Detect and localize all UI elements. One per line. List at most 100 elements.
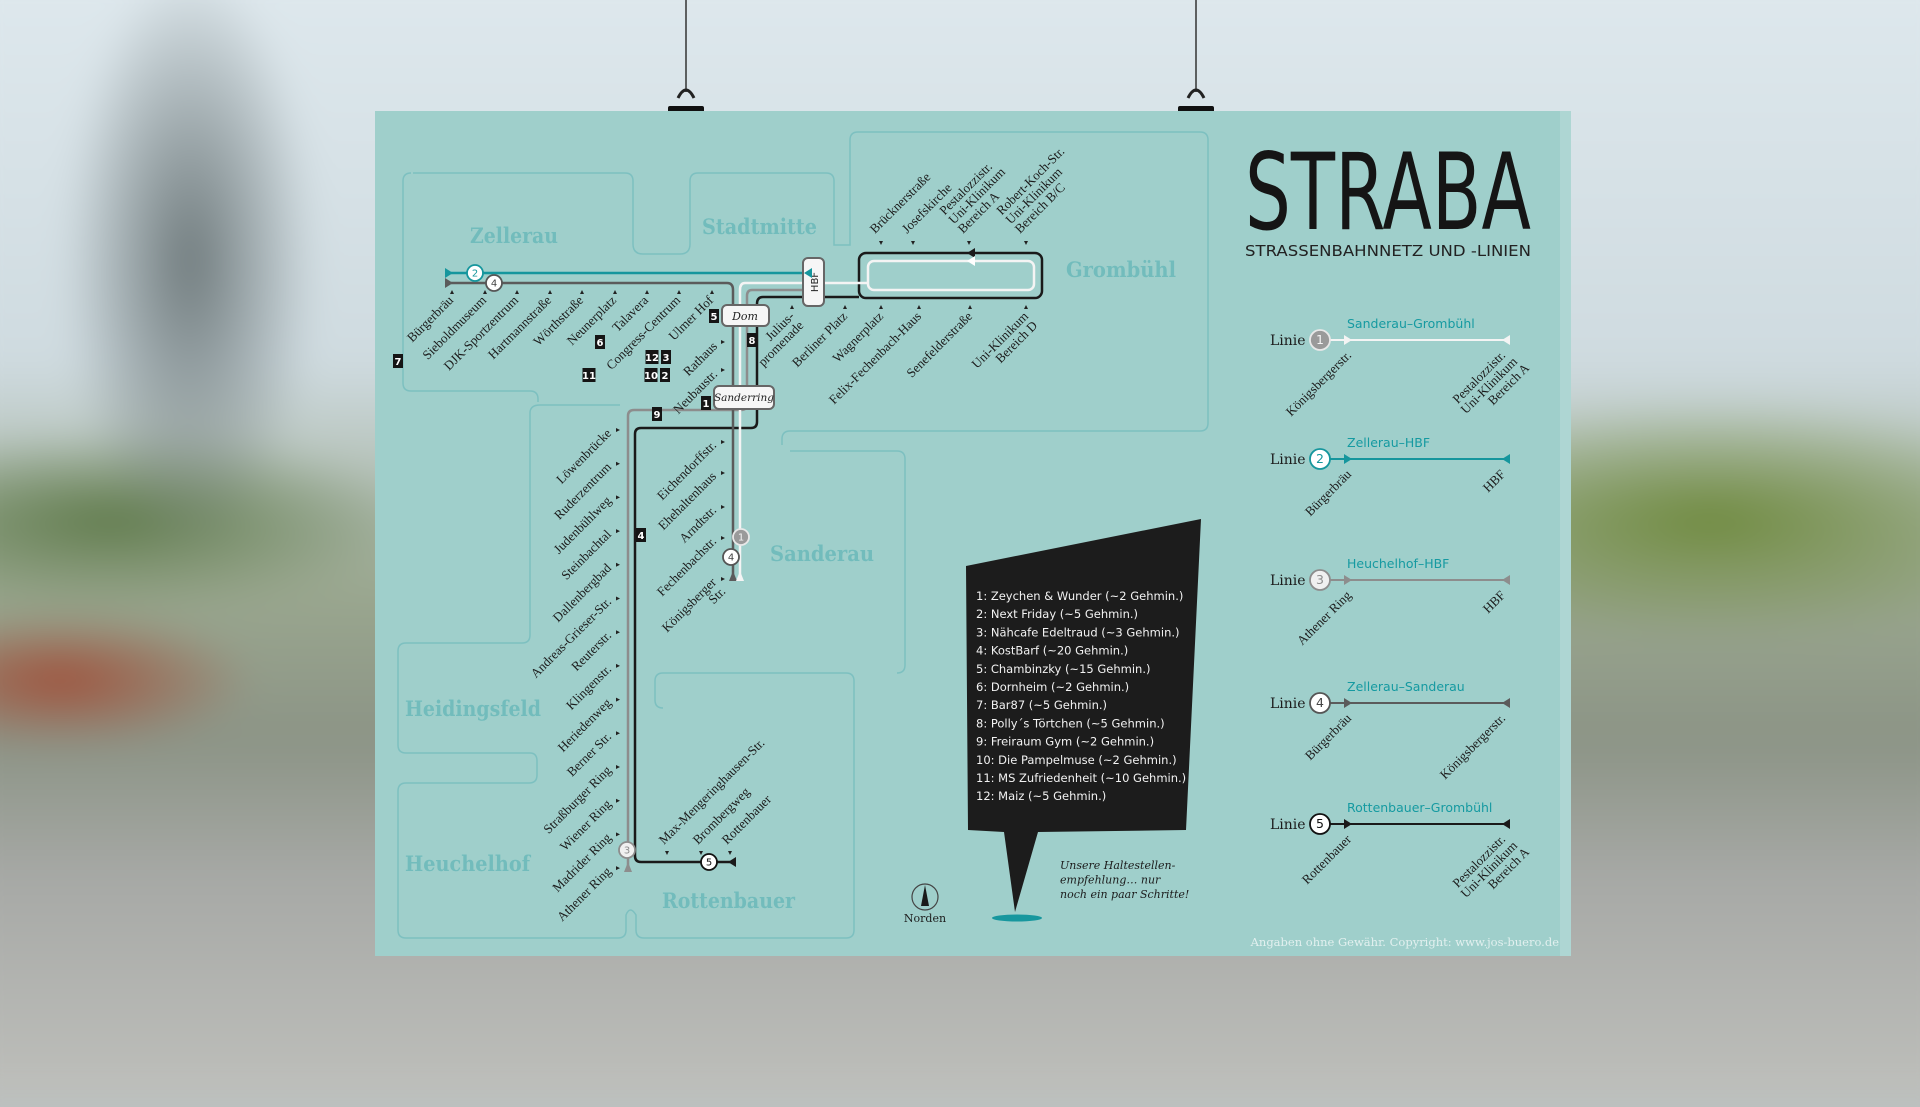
line-badge-number: 4	[728, 552, 734, 563]
station-tick	[721, 340, 725, 344]
marker-5: 5	[709, 309, 719, 323]
poster: Zellerau Stadtmitte Grombühl Sanderau He…	[375, 0, 1571, 956]
district-grombuehl: Grombühl	[1066, 257, 1176, 282]
station-tick	[616, 461, 620, 466]
marker-number: 9	[654, 410, 661, 421]
station-tick	[911, 241, 915, 245]
line-end-arrow-icon	[728, 857, 736, 867]
line-badge-4: 4	[722, 548, 740, 566]
recommendation-item: 7: Bar87 (~5 Gehmin.)	[976, 698, 1107, 712]
line-arrow-icon	[1344, 819, 1352, 829]
district-zellerau: Zellerau	[470, 223, 558, 248]
line-end-arrow-icon	[624, 862, 632, 872]
station-tick	[721, 368, 725, 372]
marker-number: 2	[662, 371, 669, 382]
marker-12: 12	[645, 350, 659, 364]
poster-subtitle: STRASSENBAHNNETZ UND -LINIEN	[1245, 242, 1531, 260]
station-tick	[616, 731, 620, 736]
line-badge-2: 2	[466, 264, 484, 282]
station-tick	[645, 290, 649, 294]
station-tick	[616, 798, 620, 803]
station-tick	[721, 505, 725, 509]
recommendation-item: 2: Next Friday (~5 Gehmin.)	[976, 607, 1138, 621]
station-tick	[721, 536, 725, 540]
district-stadtmitte: Stadtmitte	[702, 214, 817, 239]
line-arrow-icon	[1502, 819, 1510, 829]
marker-2: 2	[660, 368, 670, 382]
north-arrow-icon	[921, 885, 929, 906]
station-tick	[616, 562, 620, 567]
hub-hbf[interactable]: HBF	[802, 257, 825, 307]
station-tick	[710, 290, 714, 294]
station-tick	[728, 851, 732, 855]
line-arrow-icon	[1502, 575, 1510, 585]
recommendation-item: 3: Nähcafe Edeltraud (~3 Gehmin.)	[976, 625, 1180, 639]
station-tick	[616, 832, 620, 837]
recommendation-item: 1: Zeychen & Wunder (~2 Gehmin.)	[976, 589, 1183, 603]
line-direction-arrow-icon	[967, 256, 975, 266]
legend-route-name: Zellerau–Sanderau	[1347, 679, 1465, 694]
hub-sanderring-label: Sanderring	[714, 392, 774, 404]
district-boundaries	[397, 131, 1209, 939]
tram-line-5-loop	[857, 251, 1044, 300]
station-tick	[616, 495, 620, 500]
marker-number: 7	[395, 357, 402, 368]
compass-label: Norden	[904, 912, 946, 925]
line-badge-number: 2	[1316, 451, 1324, 466]
district-sanderau: Sanderau	[770, 541, 874, 566]
marker-number: 3	[663, 353, 670, 364]
marker-number: 6	[597, 338, 604, 349]
station-tick	[1024, 305, 1028, 309]
station-tick	[879, 305, 883, 309]
hub-dom-label: Dom	[731, 310, 758, 323]
marker-7: 7	[393, 354, 403, 368]
marker-number: 12	[645, 353, 659, 364]
station-tick	[843, 305, 847, 309]
line-badge-3: 3	[1309, 569, 1331, 591]
marker-number: 11	[582, 371, 596, 382]
line-arrow-icon	[1502, 454, 1510, 464]
hub-dom[interactable]: Dom	[721, 304, 770, 327]
district-heuchelhof: Heuchelhof	[405, 851, 532, 876]
station-tick	[616, 529, 620, 534]
marker-9: 9	[652, 407, 662, 421]
line-arrow-icon	[1502, 698, 1510, 708]
line-badge-1: 1	[1309, 329, 1331, 351]
station-tick	[616, 428, 620, 432]
bubble-shadow	[992, 914, 1042, 922]
district-rottenbauer: Rottenbauer	[662, 888, 796, 913]
line-arrow-icon	[1344, 335, 1352, 345]
station-tick	[548, 290, 552, 294]
station-tick	[613, 290, 617, 294]
station-tick	[1024, 241, 1028, 245]
station-tick	[721, 577, 725, 581]
legend-linie-label: Linie	[1270, 696, 1306, 712]
marker-number: 5	[711, 312, 718, 323]
line-end-arrow-icon	[729, 571, 737, 581]
line-arrow-icon	[1502, 335, 1510, 345]
north-compass: Norden	[904, 883, 946, 925]
line-badge-number: 4	[1316, 695, 1324, 710]
tram-line-1-loop	[866, 259, 1036, 292]
marker-10: 10	[644, 368, 658, 382]
footer-copyright: Angaben ohne Gewähr. Copyright: www.jos-…	[1250, 935, 1560, 949]
line-badge-number: 3	[1316, 572, 1324, 587]
recommendation-item: 4: KostBarf (~20 Gehmin.)	[976, 644, 1128, 658]
station-tick	[483, 290, 487, 294]
recommendation-item: 12: Maiz (~5 Gehmin.)	[976, 789, 1106, 803]
marker-6: 6	[595, 335, 605, 349]
hub-sanderring[interactable]: Sanderring	[713, 385, 775, 410]
line-badge-5: 5	[1309, 813, 1331, 835]
line-badge-3: 3	[618, 841, 636, 859]
line-badge-number: 3	[624, 845, 630, 856]
tram-lines	[451, 251, 1044, 868]
bubble-caption-line: noch ein paar Schritte!	[1060, 888, 1189, 901]
recommendation-item: 6: Dornheim (~2 Gehmin.)	[976, 680, 1129, 694]
line-arrow-icon	[1344, 698, 1352, 708]
legend-linie-label: Linie	[1270, 573, 1306, 589]
line-end-arrow-icon	[736, 571, 744, 581]
legend-route-name: Rottenbauer–Grombühl	[1347, 800, 1492, 815]
recommendation-item: 8: Polly´s Törtchen (~5 Gehmin.)	[976, 716, 1165, 730]
station-tick	[677, 290, 681, 294]
